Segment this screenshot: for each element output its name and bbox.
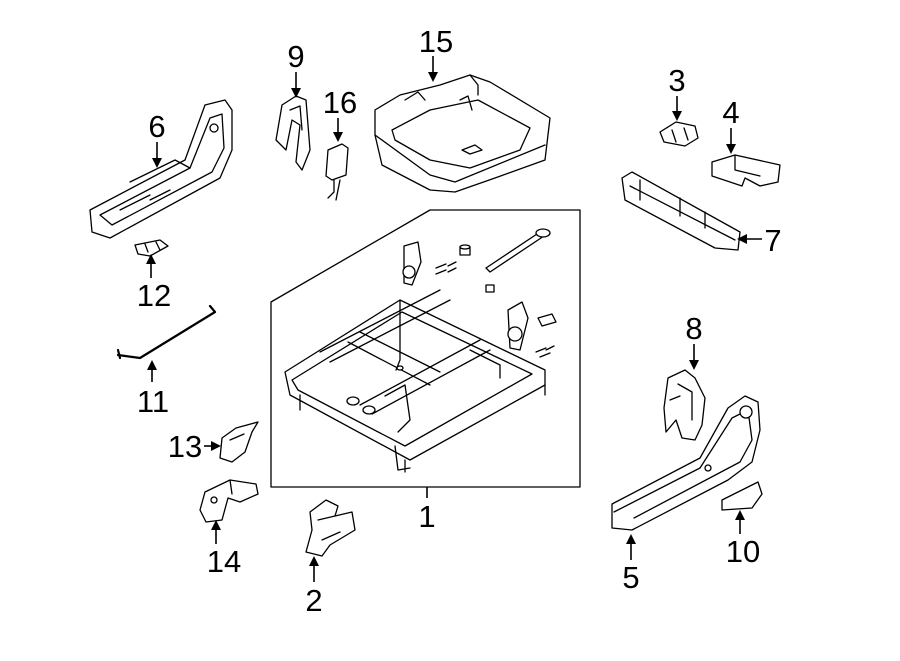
callout-labels: 1 2 3 4 5 6 7 8 9 10 11 12 13 14 15 16	[137, 24, 782, 618]
arrow-3	[672, 96, 682, 121]
arrow-7	[737, 234, 762, 244]
callout-15: 15	[419, 24, 453, 59]
part-3-cap	[659, 121, 699, 147]
arrow-10	[735, 510, 745, 534]
arrow-9	[291, 72, 301, 98]
part-16-switch	[325, 143, 349, 201]
arrow-8	[689, 344, 699, 370]
part-5-side-shield	[611, 395, 761, 531]
callout-9: 9	[287, 39, 304, 74]
arrow-12	[146, 254, 156, 278]
part-4-cover	[711, 154, 781, 187]
part-15-storage-tray	[374, 74, 551, 193]
arrow-6	[152, 142, 162, 168]
assembly-frame-box	[270, 209, 581, 488]
callout-1: 1	[418, 499, 435, 534]
callout-4: 4	[722, 95, 739, 130]
arrow-16	[333, 118, 343, 142]
part-12-clip	[134, 239, 169, 257]
part-9-bracket	[275, 95, 311, 171]
part-2-bracket	[305, 499, 356, 557]
arrow-4	[726, 128, 736, 154]
arrow-2	[309, 556, 319, 582]
arrow-11	[147, 360, 157, 382]
callout-12: 12	[137, 278, 171, 313]
part-1-seat-track-assembly	[270, 209, 581, 488]
arrow-14	[211, 520, 221, 544]
part-8-bracket	[663, 369, 706, 441]
arrow-13	[204, 441, 221, 451]
callout-3: 3	[668, 63, 685, 98]
callout-6: 6	[148, 109, 165, 144]
callout-10: 10	[726, 534, 760, 569]
callout-7: 7	[764, 223, 781, 258]
part-7-track-rail	[621, 171, 741, 251]
part-14-bracket	[199, 479, 259, 523]
callout-11: 11	[137, 384, 169, 419]
arrow-5	[626, 534, 636, 560]
callout-arrows	[146, 56, 762, 582]
arrow-15	[428, 56, 438, 82]
callout-5: 5	[622, 560, 639, 595]
callout-8: 8	[685, 311, 702, 346]
callout-2: 2	[305, 583, 322, 618]
callout-16: 16	[323, 85, 357, 120]
part-10-trim	[721, 481, 763, 511]
part-6-side-shield	[89, 99, 233, 239]
callout-14: 14	[207, 544, 241, 579]
part-13-bracket	[219, 421, 259, 463]
callout-13: 13	[168, 429, 202, 464]
part-11-cable	[116, 304, 217, 360]
